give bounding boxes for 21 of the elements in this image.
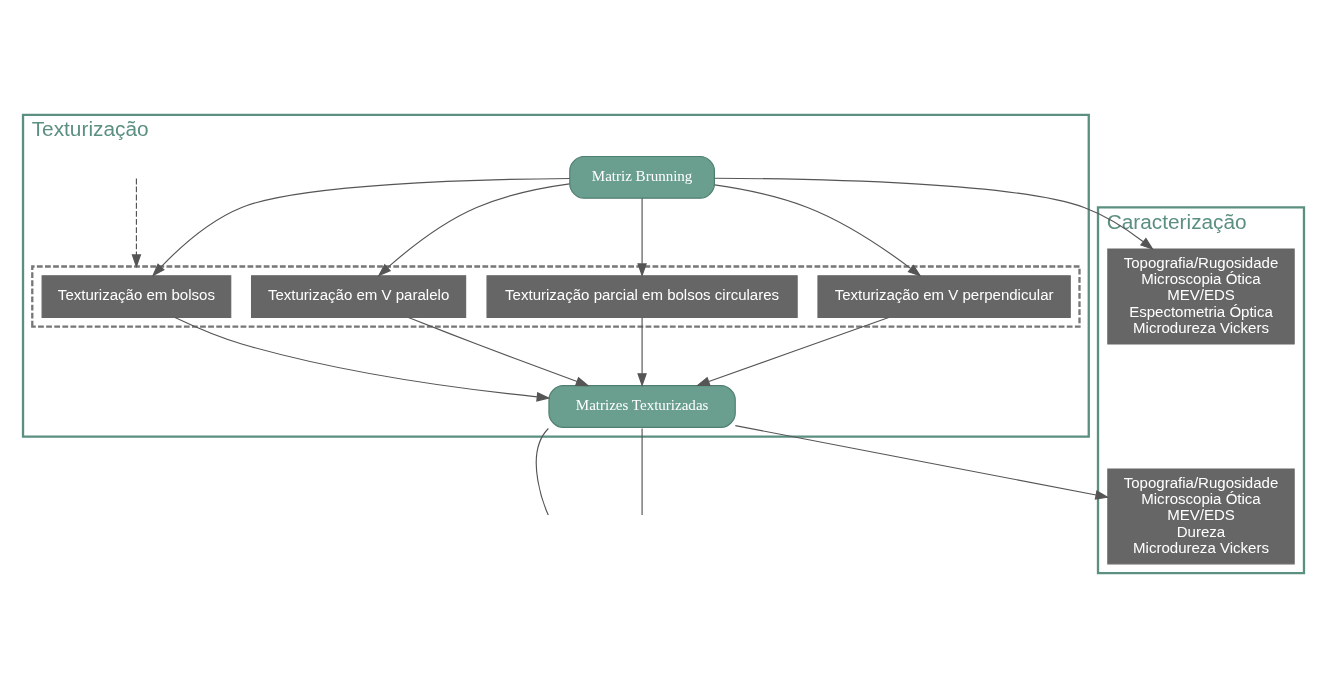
arrow <box>734 424 1110 500</box>
arrow <box>151 177 571 277</box>
node-box: Topografia/Rugosidade Microscopia Ótica MEV/EDS Espectometria Óptica Microdureza Vickers <box>1107 248 1295 345</box>
connector <box>535 427 549 516</box>
arrow <box>174 316 551 402</box>
arrow <box>377 182 571 277</box>
node-box: Texturização em V paralelo <box>251 274 467 318</box>
arrow <box>696 316 890 386</box>
arrow <box>637 316 647 387</box>
arrow <box>131 177 142 268</box>
node-box: Matrizes Texturizadas <box>548 384 736 428</box>
arrow <box>714 183 922 277</box>
arrow <box>714 177 1154 250</box>
node-box: Texturização em bolsos <box>41 274 232 318</box>
node-box: Texturização parcial em bolsos circulares <box>486 274 798 318</box>
arrow <box>637 197 647 277</box>
connector <box>641 427 643 516</box>
node-box: Topografia/Rugosidade Microscopia Ótica MEV/EDS Dureza Microdureza Vickers <box>1107 467 1295 564</box>
node-box: Texturização em V perpendicular <box>817 274 1071 318</box>
node-box: Matriz Brunning <box>569 155 715 199</box>
arrow <box>407 316 590 386</box>
